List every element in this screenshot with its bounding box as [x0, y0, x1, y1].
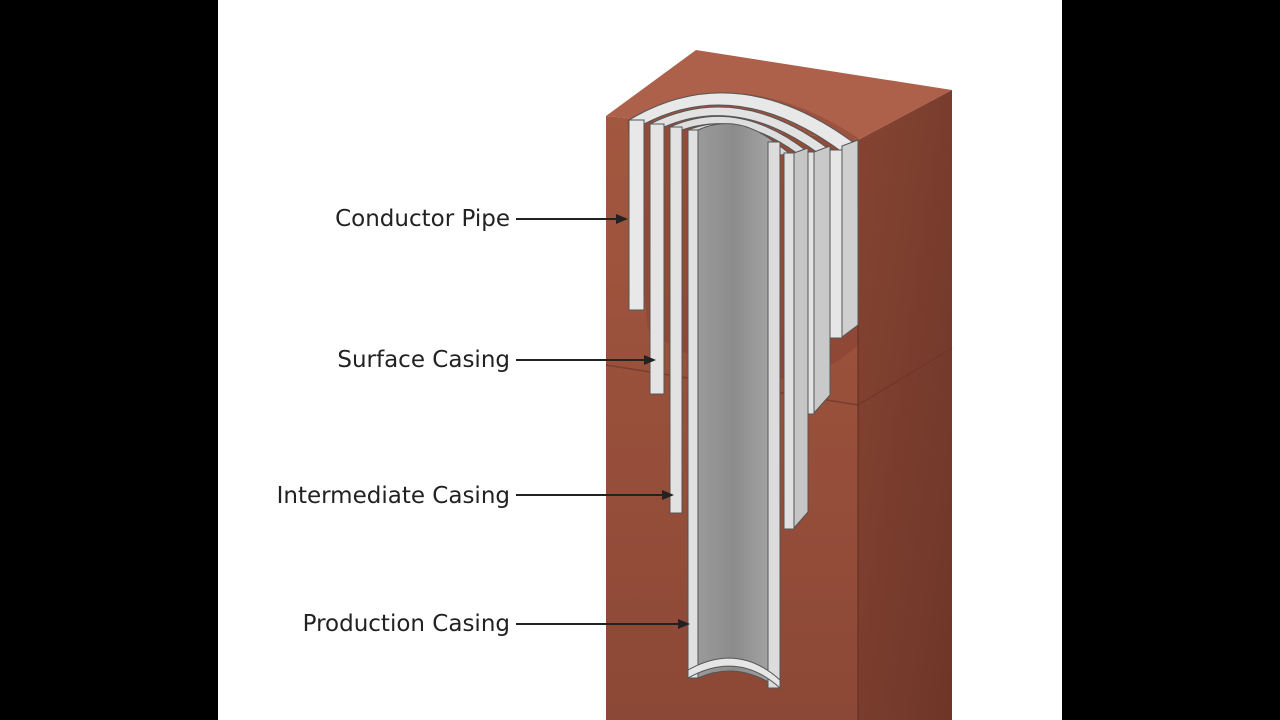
surface-wall-right-side	[813, 145, 831, 415]
conductor-wall-right	[841, 139, 859, 338]
arrowhead-production-casing	[678, 619, 690, 629]
callout-production-casing: Production Casing	[303, 611, 690, 637]
rock-side-face	[858, 90, 952, 720]
conductor-wall-left	[628, 119, 645, 311]
intermediate-wall-left	[669, 126, 683, 514]
well-casing-diagram: Conductor Pipe Surface Casing Intermedia…	[277, 50, 953, 720]
surface-wall-left	[649, 123, 665, 395]
arrowhead-conductor-pipe	[616, 214, 628, 224]
production-casing	[687, 123, 781, 690]
production-bore-interior	[697, 123, 779, 689]
arrowhead-surface-casing	[644, 355, 656, 365]
diagram-frame: Conductor Pipe Surface Casing Intermedia…	[218, 0, 1062, 720]
production-wall-left	[687, 129, 699, 679]
intermediate-wall-right-face	[783, 152, 795, 530]
label-surface-casing: Surface Casing	[337, 347, 510, 373]
label-conductor-pipe: Conductor Pipe	[335, 206, 510, 232]
intermediate-wall-right-side	[793, 147, 809, 530]
production-bottom-lip	[687, 657, 781, 690]
callouts: Conductor Pipe Surface Casing Intermedia…	[277, 206, 690, 637]
intermediate-casing	[669, 126, 809, 530]
callout-conductor-pipe: Conductor Pipe	[335, 206, 628, 232]
callout-surface-casing: Surface Casing	[337, 347, 656, 373]
label-intermediate-casing: Intermediate Casing	[277, 483, 510, 509]
production-wall-right	[767, 141, 781, 689]
callout-intermediate-casing: Intermediate Casing	[277, 483, 674, 509]
arrowhead-intermediate-casing	[662, 490, 674, 500]
label-production-casing: Production Casing	[303, 611, 510, 637]
